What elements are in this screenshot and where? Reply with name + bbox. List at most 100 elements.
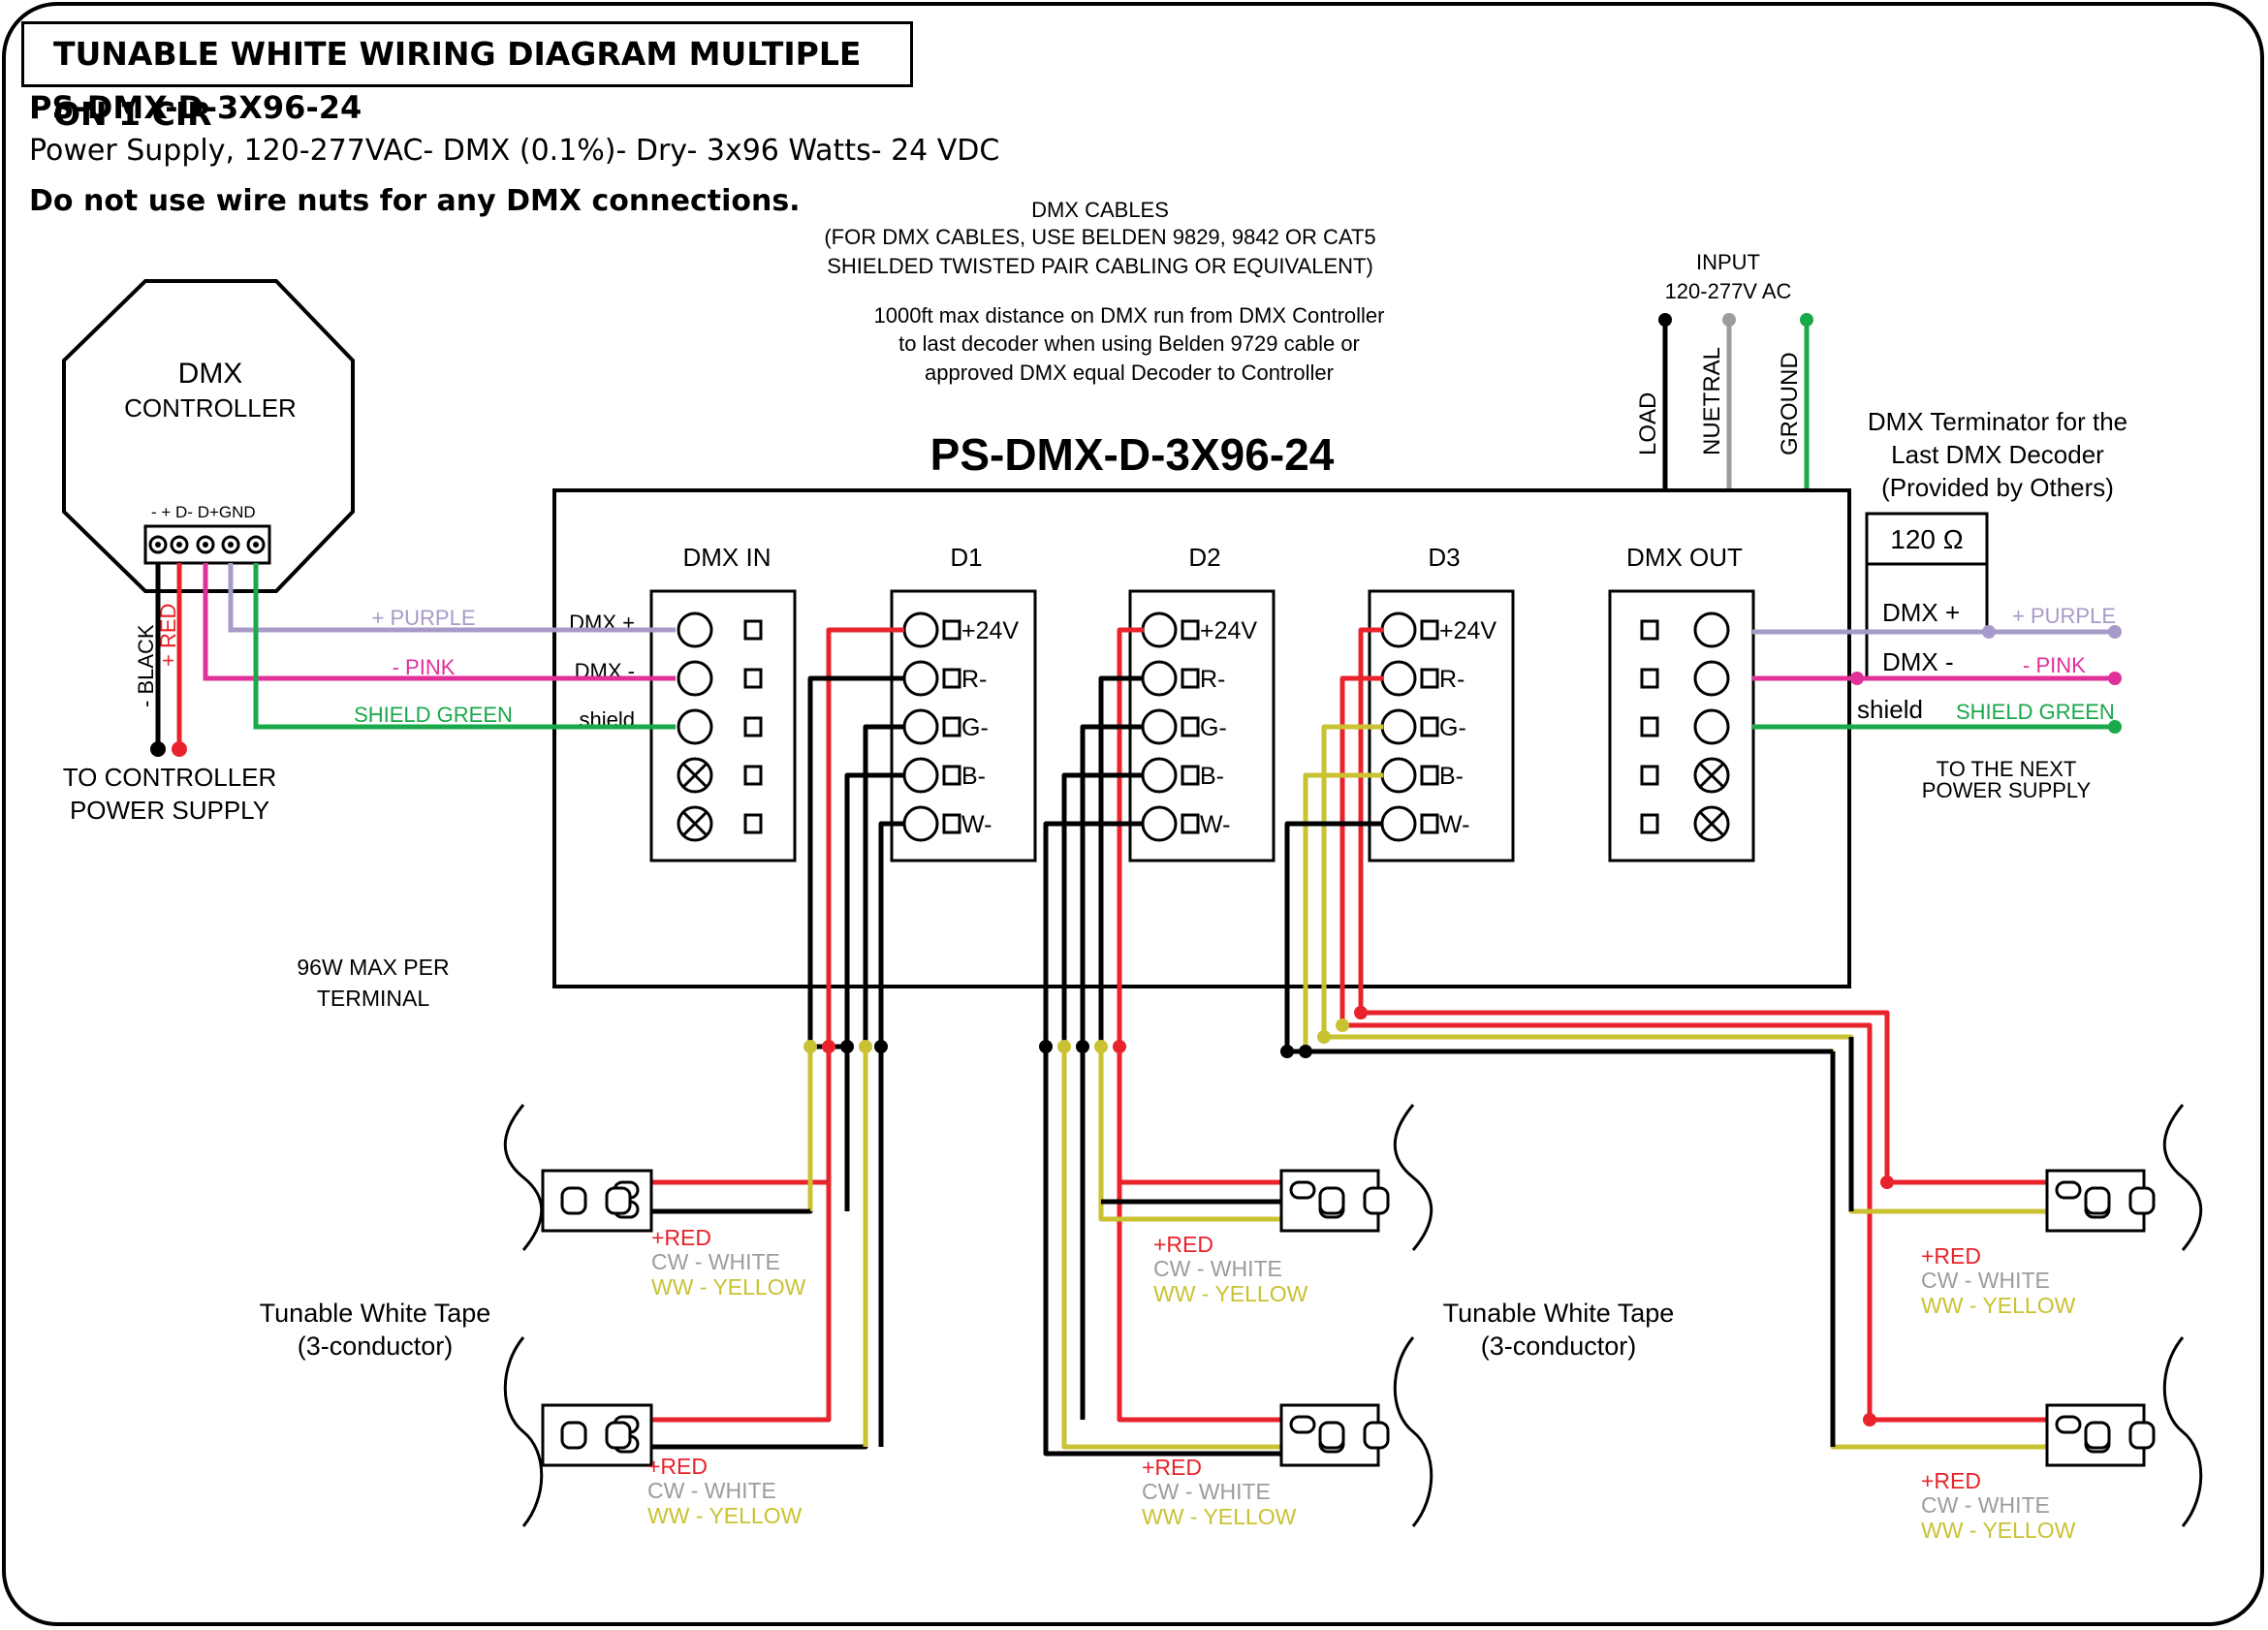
d3-yellow-tape1 (1321, 724, 2053, 1214)
controller-terminal-dot-2 (203, 542, 208, 548)
model-description: Power Supply, 120-277VAC- DMX (0.1%)- Dr… (29, 134, 1000, 168)
dmx-in-screw-2 (743, 716, 763, 737)
d1-label-0: +24V (961, 617, 1019, 644)
legend-l1-yellow: WW - YELLOW (651, 1274, 806, 1300)
d3-screw-0 (1420, 619, 1439, 641)
d2-red-wire (1117, 627, 1292, 1423)
to-next-supply-1: TO THE NEXT (1937, 757, 2077, 781)
controller-title: DMX (178, 358, 243, 390)
block-dmx-out-label: DMX OUT (1626, 543, 1743, 572)
dmx-out-wires (1752, 629, 2113, 730)
d3-junction-black-b (1280, 1045, 1294, 1058)
out-purple-end (2108, 625, 2122, 639)
terminator-pink-joint (1850, 672, 1864, 685)
controller-wires (150, 563, 676, 757)
d2-terminal-1 (1141, 660, 1178, 697)
dmx-cables-line1: DMX CABLES (1031, 198, 1169, 222)
diagram-title: TUNABLE WHITE WIRING DIAGRAM MULTIPLE ON… (21, 21, 913, 133)
d2-label-4: W- (1200, 811, 1230, 838)
controller-terminal-dot-0 (155, 542, 161, 548)
controller-red-label: + RED (156, 604, 180, 667)
dmx-in-terminal-3-x2 (681, 762, 709, 789)
tape-r2-chip-1 (2128, 1421, 2156, 1450)
tape-l2-edge (503, 1336, 544, 1527)
max-note-2: TERMINAL (317, 986, 430, 1011)
d2-screw-1 (1181, 668, 1200, 689)
warning-note: Do not use wire nuts for any DMX connect… (29, 184, 801, 218)
d2-yellow-tape2 (1061, 1047, 1292, 1450)
d3-terminal-2 (1380, 708, 1417, 745)
d2-junction-1 (1057, 1040, 1071, 1053)
d2-black-b (1080, 724, 1144, 1047)
dmx-purple-wire (228, 563, 676, 633)
load-wire-end (1658, 313, 1672, 327)
tape-m2-chip-0 (1318, 1421, 1345, 1450)
out-purple-label: + PURPLE (2012, 604, 2116, 628)
dmx-cable-notes: DMX CABLES (FOR DMX CABLES, USE BELDEN 9… (824, 198, 1384, 385)
dmx-distance-note2: to last decoder when using Belden 9729 c… (898, 331, 1360, 356)
dmx-out-block (1608, 589, 1755, 862)
terminator-line3: (Provided by Others) (1881, 473, 2114, 502)
dmx-in-screw-1 (743, 668, 763, 689)
dmx-out-screw-1 (1640, 668, 1659, 689)
dmx-in-terminal-2 (677, 708, 713, 745)
ac-input: INPUT 120-277V AC LOAD NUETRAL GROUND (1635, 250, 1813, 490)
d2-terminal-4 (1141, 805, 1178, 842)
d2-red-tape1 (1117, 1047, 1292, 1185)
d2-junction-2 (1076, 1040, 1089, 1053)
dmx-out-minus-label: DMX - (1882, 647, 1954, 676)
legend-r1-red: +RED (1921, 1243, 1981, 1269)
tape-l2-chip-1 (605, 1421, 632, 1450)
legend-r2-yellow: WW - YELLOW (1921, 1518, 2076, 1543)
d1-screw-2 (942, 716, 961, 737)
controller-red-end (172, 741, 187, 757)
led-tapes (503, 1104, 2203, 1527)
d3-screw-3 (1420, 765, 1439, 786)
dmx-in-screw-3 (743, 765, 763, 786)
dmx-out-terminal-1 (1693, 660, 1730, 697)
d2-yellow-tape1 (1098, 1047, 1292, 1222)
legend-m1-white: CW - WHITE (1153, 1256, 1282, 1281)
dmx-in-terminal-1 (677, 660, 713, 697)
tape-l1-chip-1 (605, 1186, 632, 1215)
d3-terminal-3 (1380, 757, 1417, 794)
tape-m1-chip-1 (1363, 1186, 1390, 1215)
d3-label-0: +24V (1439, 617, 1496, 644)
d1-label-3: B- (961, 763, 986, 790)
tape-r2-edge (2162, 1336, 2203, 1527)
d1-label-2: G- (961, 714, 989, 741)
d3-red-joint-2 (1863, 1413, 1876, 1426)
d2-screw-0 (1181, 619, 1200, 641)
dmx-controller: DMX CONTROLLER - + D- D+GND (62, 279, 355, 593)
tape-sub-right: (3-conductor) (1481, 1332, 1637, 1361)
d1-screw-4 (942, 813, 961, 834)
tape-m2-pad-0 (1289, 1415, 1316, 1434)
dmx-out-screw-2 (1640, 716, 1659, 737)
dmx-cables-line3: SHIELDED TWISTED PAIR CABLING OR EQUIVAL… (827, 254, 1373, 278)
legend-r1-yellow: WW - YELLOW (1921, 1293, 2076, 1318)
dmx-distance-note1: 1000ft max distance on DMX run from DMX … (874, 303, 1385, 328)
tape-r1-edge (2162, 1104, 2203, 1251)
d1-screw-0 (942, 619, 961, 641)
output-wiring (632, 627, 2053, 1457)
dmx-purple-label: + PURPLE (372, 606, 476, 630)
power-supply-name: PS-DMX-D-3X96-24 (930, 429, 1335, 480)
d3-junction-red (1354, 1006, 1368, 1019)
d1-terminal-2 (902, 708, 939, 745)
legend-m2-yellow: WW - YELLOW (1142, 1504, 1297, 1529)
controller-terminal-dot-1 (176, 542, 182, 548)
terminator-resistor-box (1865, 512, 1989, 566)
ground-label: GROUND (1777, 352, 1803, 455)
d1-black-wire-c (844, 772, 904, 1047)
ground-wire-end (1800, 313, 1813, 327)
d3-label-4: W- (1439, 811, 1469, 838)
input-label2: 120-277V AC (1665, 279, 1792, 303)
d3-junction-yellow-a (1336, 1019, 1349, 1032)
neutral-label: NUETRAL (1699, 347, 1725, 455)
terminator-line2: Last DMX Decoder (1891, 440, 2104, 469)
out-pink-end (2108, 672, 2122, 685)
d1-terminal-0 (902, 611, 939, 648)
